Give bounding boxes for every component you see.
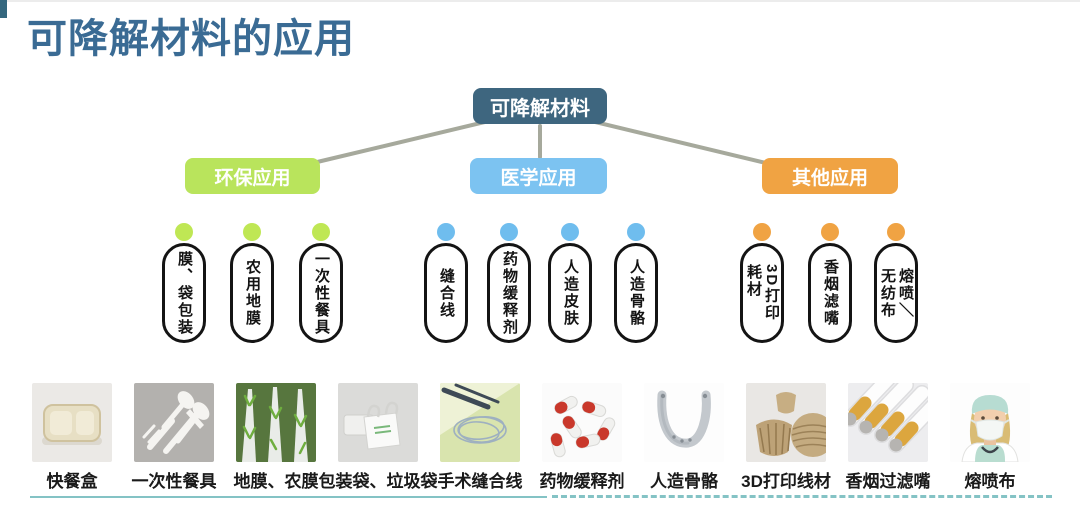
gallery-item: 香烟过滤嘴	[846, 383, 931, 491]
leaf-label: 农用地膜	[244, 259, 261, 327]
plastic-bags-image	[338, 383, 418, 462]
leaf-cigarette-filter: 香烟滤嘴	[808, 223, 852, 343]
bullet-dot-icon	[312, 223, 330, 241]
leaf-label: 膜、袋包装	[176, 250, 193, 336]
gallery-item: 熔喷布	[950, 383, 1030, 491]
gallery-caption: 快餐盒	[46, 472, 98, 491]
gallery-item: 地膜、农膜	[234, 383, 319, 491]
example-photo-strip: 快餐盒 一次性餐具	[32, 383, 1030, 491]
gallery-caption: 3D打印线材	[741, 472, 831, 491]
leaf-label: 3D打印 耗材	[745, 264, 780, 322]
cigarette-filter-image	[848, 383, 928, 462]
page-title: 可降解材料的应用	[27, 17, 355, 61]
bullet-dot-icon	[243, 223, 261, 241]
branch-label: 医学应用	[500, 167, 577, 189]
leaf-label: 人造骨骼	[628, 259, 645, 327]
gallery-item: 一次性餐具	[132, 383, 217, 491]
gallery-item: 人造骨骼	[644, 383, 724, 491]
leaf-artificial-skin: 人造皮肤	[548, 223, 592, 343]
fast-food-box-image	[32, 383, 112, 462]
branch-label: 其他应用	[791, 167, 868, 189]
branch-label: 环保应用	[214, 167, 291, 189]
root-node-label: 可降解材料	[490, 97, 590, 120]
leaf-label: 一次性餐具	[313, 250, 330, 336]
leaf-agricultural-mulch-film: 农用地膜	[230, 223, 274, 343]
bullet-dot-icon	[821, 223, 839, 241]
leaf-label: 药物缓释剂	[501, 250, 518, 336]
gallery-caption: 一次性餐具	[131, 472, 217, 491]
leaf-disposable-tableware: 一次性餐具	[299, 223, 343, 343]
gallery-item: 手术缝合线	[438, 383, 523, 491]
footer-divider-dashed	[552, 495, 1052, 498]
drug-capsules-image	[542, 383, 622, 462]
branch-environmental: 环保应用	[185, 158, 320, 194]
gallery-item: 3D打印线材	[741, 383, 831, 491]
surgical-suture-image	[440, 383, 520, 462]
branch-medical: 医学应用	[470, 158, 607, 194]
leaf-label: 香烟滤嘴	[822, 259, 839, 327]
mulch-film-image	[236, 383, 316, 462]
gallery-item: 快餐盒	[32, 383, 112, 491]
melt-blown-fabric-image	[950, 383, 1030, 462]
gallery-caption: 药物缓释剂	[539, 472, 625, 491]
bullet-dot-icon	[500, 223, 518, 241]
leaf-suture: 缝合线	[424, 223, 468, 343]
top-edge-strip	[0, 0, 1080, 2]
bullet-dot-icon	[561, 223, 579, 241]
gallery-caption: 手术缝合线	[437, 472, 523, 491]
gallery-caption: 包装袋、垃圾袋	[318, 472, 438, 491]
gallery-caption: 地膜、农膜	[233, 472, 319, 491]
leaf-artificial-bone: 人造骨骼	[614, 223, 658, 343]
gallery-item: 包装袋、垃圾袋	[319, 383, 438, 491]
leaf-label: 缝合线	[438, 267, 455, 319]
bullet-dot-icon	[175, 223, 193, 241]
leaf-label: 熔喷＼ 无纺布	[879, 267, 914, 319]
leaf-label: 人造皮肤	[562, 259, 579, 327]
root-node: 可降解材料	[473, 88, 607, 124]
bullet-dot-icon	[753, 223, 771, 241]
branch-other: 其他应用	[762, 158, 898, 194]
bullet-dot-icon	[627, 223, 645, 241]
bullet-dot-icon	[887, 223, 905, 241]
gallery-caption: 熔喷布	[964, 472, 1016, 491]
leaf-drug-sustained-release: 药物缓释剂	[487, 223, 531, 343]
gallery-item: 药物缓释剂	[540, 383, 625, 491]
leaf-film-bag-packaging: 膜、袋包装	[162, 223, 206, 343]
footer-divider-solid	[30, 496, 547, 498]
corner-accent-mark	[0, 0, 7, 18]
leaf-meltblown-nonwoven: 熔喷＼ 无纺布	[874, 223, 918, 343]
bullet-dot-icon	[437, 223, 455, 241]
printing-filament-image	[746, 383, 826, 462]
gallery-caption: 香烟过滤嘴	[845, 472, 931, 491]
artificial-bone-image	[644, 383, 724, 462]
gallery-caption: 人造骨骼	[650, 472, 718, 491]
leaf-3d-printing-consumables: 3D打印 耗材	[740, 223, 784, 343]
disposable-cutlery-image	[134, 383, 214, 462]
